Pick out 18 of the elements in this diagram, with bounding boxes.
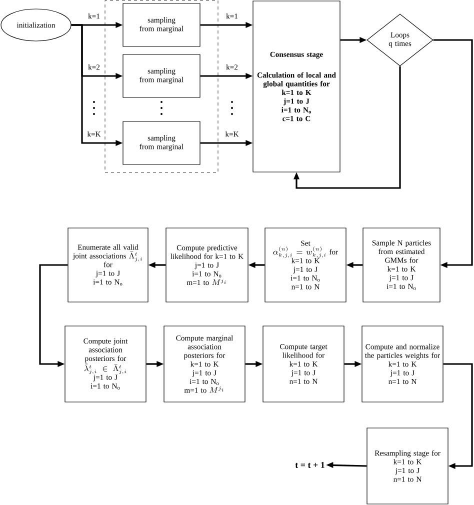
arrow bbox=[200, 140, 253, 146]
arrow bbox=[39, 264, 68, 367]
arrow bbox=[245, 361, 263, 367]
arrow bbox=[326, 462, 367, 468]
group-box bbox=[104, 0, 218, 173]
arrow bbox=[71, 24, 123, 146]
arrow bbox=[294, 66, 401, 189]
arrow bbox=[433, 39, 473, 268]
arrow bbox=[443, 363, 473, 469]
arrow bbox=[148, 262, 166, 268]
arrow bbox=[200, 22, 253, 28]
arrow bbox=[340, 37, 367, 43]
arrow bbox=[200, 73, 253, 79]
arrow bbox=[248, 262, 265, 268]
arrow bbox=[344, 361, 362, 367]
result-text: t = t + 1 bbox=[295, 462, 324, 468]
arrow bbox=[146, 361, 164, 367]
arrow bbox=[346, 262, 363, 268]
